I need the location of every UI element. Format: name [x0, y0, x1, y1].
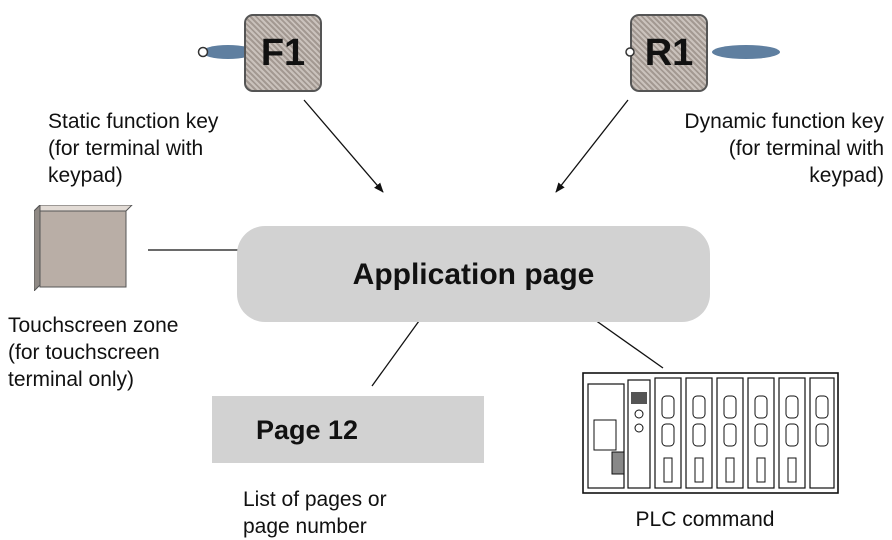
static-key-cap: F1 — [244, 14, 322, 92]
dynamic-key-caption: Dynamic function key (for terminal with … — [684, 110, 884, 187]
dynamic-function-key: R1 — [622, 14, 792, 94]
key-lever-icon — [197, 45, 254, 59]
application-page-box: Application page — [237, 226, 710, 322]
touchscreen-zone-icon — [34, 205, 133, 291]
application-page-label: Application page — [352, 258, 595, 291]
dynamic-key-cap: R1 — [630, 14, 708, 92]
arrow-static-key — [303, 99, 384, 193]
dynamic-key-label: R1 — [644, 32, 694, 74]
touchscreen-caption: Touchscreen zone (for touchscreen termin… — [8, 314, 179, 391]
static-function-key: F1 — [194, 14, 344, 94]
arrow-dynamic-key — [555, 99, 629, 193]
static-key-label: F1 — [260, 32, 306, 74]
key-lever-icon — [712, 45, 780, 59]
page-12-box: Page 12 — [212, 396, 484, 463]
plc-caption: PLC command — [635, 508, 775, 531]
key-notch-icon — [625, 47, 635, 57]
page-12-label: Page 12 — [256, 415, 359, 445]
plc-rack-icon — [582, 372, 839, 494]
page-list-caption: List of pages or page number — [243, 488, 387, 538]
static-key-caption: Static function key (for terminal with k… — [48, 110, 219, 187]
